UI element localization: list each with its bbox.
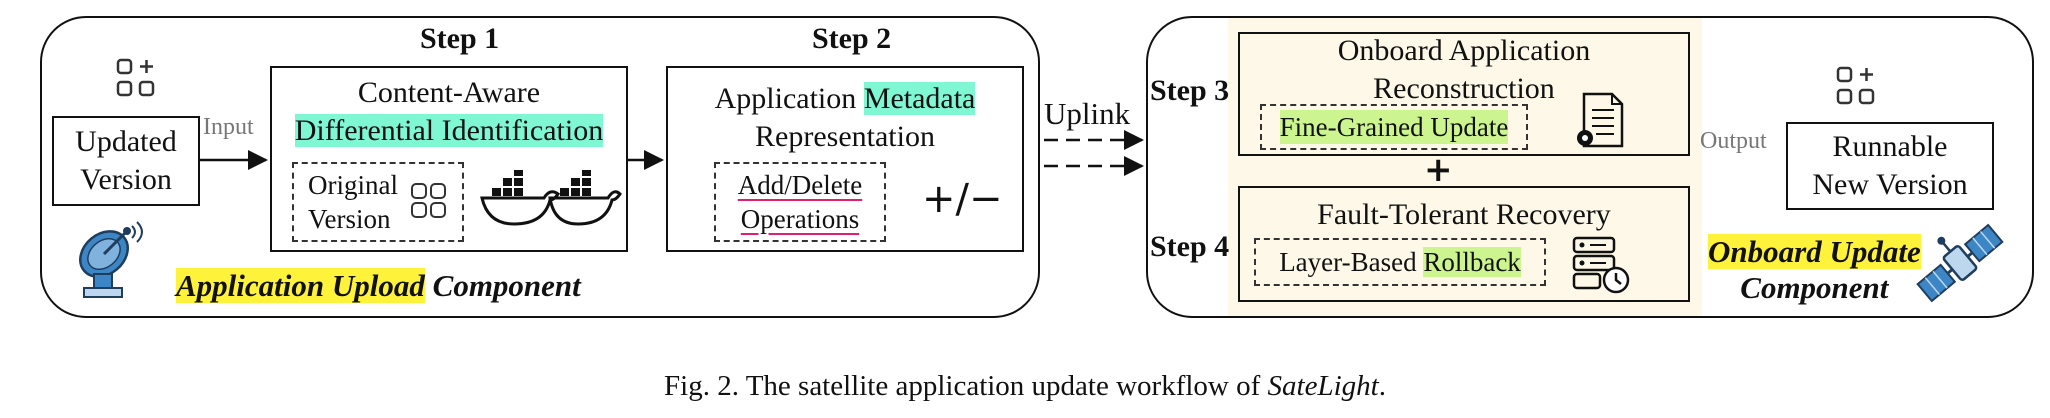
step2-title-line2: Representation <box>755 120 935 153</box>
runnable-line1: Runnable <box>1832 130 1948 163</box>
rollback-word: Rollback <box>1423 247 1521 277</box>
original-version-line1: Original <box>308 170 398 200</box>
updated-version-line2: Version <box>80 163 172 196</box>
uplink-label: Uplink <box>1044 96 1131 131</box>
step1-label: Step 1 <box>420 22 500 55</box>
add-delete-line1: Add/Delete <box>737 170 863 200</box>
application-upload-highlight: Application Upload <box>176 268 425 303</box>
add-delete-box: Add/Delete Operations <box>714 162 886 242</box>
document-gear-icon <box>1577 92 1624 148</box>
app-grid-add-icon <box>116 58 155 97</box>
application-upload-component-label: Application Upload Component <box>176 268 581 304</box>
application-upload-rest: Component <box>424 268 581 303</box>
app-grid-add-icon <box>1836 66 1875 105</box>
step3-title-line1: Onboard Application <box>1337 34 1591 67</box>
step2-label: Step 2 <box>812 22 892 55</box>
fine-grained-update-box: Fine-Grained Update <box>1260 104 1528 150</box>
step3-title: Onboard Application Reconstruction <box>1240 32 1688 108</box>
input-label: Input <box>203 114 254 140</box>
step2-title: Application Metadata Representation <box>668 80 1022 156</box>
step1-title: Content-Aware Differential Identificatio… <box>272 74 626 150</box>
step3-title-line2: Reconstruction <box>1373 72 1555 105</box>
output-label: Output <box>1700 128 1767 154</box>
original-version-line2: Version <box>308 204 391 234</box>
step4-title: Fault-Tolerant Recovery <box>1317 198 1611 231</box>
caption-system-name: SateLight <box>1267 370 1379 402</box>
plus-minus-icon: +∕− <box>922 176 1003 222</box>
step1-title-line1: Content-Aware <box>357 76 541 109</box>
step1-box <box>270 66 628 252</box>
onboard-update-line2: Component <box>1740 270 1889 305</box>
updated-version-line1: Updated <box>75 125 177 158</box>
step3-label: Step 3 <box>1150 74 1230 107</box>
layer-based-rollback-box: Layer-Based Rollback <box>1254 238 1546 286</box>
step2-title-metadata: Metadata <box>863 82 976 115</box>
satellite-dish-icon <box>79 221 143 298</box>
docker-whale-icon <box>480 170 622 226</box>
step4-label: Step 4 <box>1150 230 1230 263</box>
step2-title-word1: Application <box>714 82 864 115</box>
original-version-box: Original Version <box>292 162 464 242</box>
layers-grid-icon <box>411 183 446 218</box>
runnable-line2: New Version <box>1812 168 1968 201</box>
updated-version-box: Updated Version <box>52 116 200 206</box>
caption-suffix: . <box>1378 370 1386 402</box>
add-delete-line2: Operations <box>740 204 860 234</box>
step1-title-line2: Differential Identification <box>294 114 604 147</box>
server-restore-icon <box>1572 236 1630 294</box>
caption-prefix: Fig. 2. The satellite application update… <box>664 370 1268 402</box>
figure-caption: Fig. 2. The satellite application update… <box>0 370 2050 403</box>
onboard-update-component-label: Onboard Update Component <box>1708 234 1921 306</box>
plus-sign: + <box>1424 150 1453 190</box>
satellite-icon <box>1916 223 2004 303</box>
layer-based-word: Layer-Based <box>1279 247 1424 277</box>
onboard-update-highlight: Onboard Update <box>1708 234 1921 269</box>
runnable-new-version-box: Runnable New Version <box>1786 122 1994 210</box>
fine-grained-update-label: Fine-Grained Update <box>1279 110 1509 144</box>
